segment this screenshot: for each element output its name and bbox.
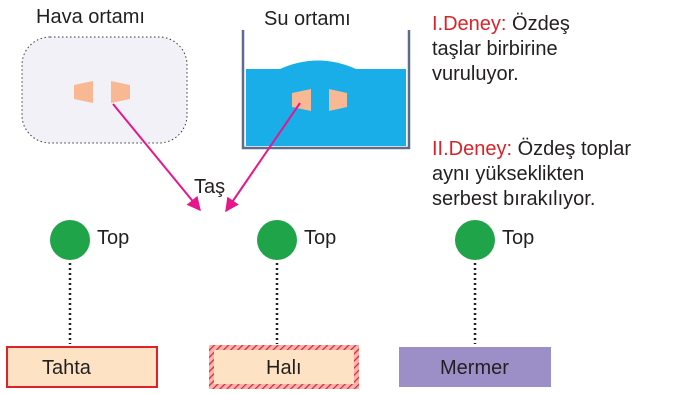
experiment-1-line-2: taşlar birbirine — [432, 38, 558, 60]
surface-label-wood: Tahta — [42, 357, 91, 379]
water-container — [241, 30, 411, 150]
air-medium-box — [21, 36, 188, 144]
surface-marble — [399, 347, 551, 387]
surface-carpet — [214, 350, 354, 384]
arrow-water-to-stone — [225, 102, 301, 213]
stone-left-water — [292, 89, 311, 111]
stone-right-water — [329, 89, 347, 111]
experiment-1-line-1: I.Deney: Özdeş — [432, 12, 570, 37]
experiment-2: II.Deney: Özdeş toplar aynı yükseklikten… — [432, 137, 631, 212]
ball-2 — [257, 220, 297, 260]
surface-label-marble: Mermer — [440, 357, 509, 379]
experiment-1-line-3: vuruluyor. — [432, 63, 519, 85]
arrow-air-to-stone — [112, 103, 201, 212]
stone-left-air — [74, 81, 93, 103]
stone-right-air — [111, 81, 130, 103]
water — [246, 60, 406, 146]
experiment-1-text-1: Özdeş — [512, 13, 570, 35]
ball-label-2: Top — [304, 227, 337, 249]
ball-1 — [50, 220, 90, 260]
experiment-2-line-1: II.Deney: Özdeş toplar — [432, 137, 631, 162]
ball-3 — [455, 220, 495, 260]
surface-wood — [6, 346, 158, 388]
experiment-2-line-3: serbest bırakılıyor. — [432, 188, 596, 210]
experiment-1: I.Deney: Özdeş taşlar birbirine vuruluyo… — [432, 12, 570, 87]
experiment-1-heading: I.Deney: — [432, 13, 507, 35]
water-medium-label: Su ortamı — [264, 8, 351, 30]
stone-label: Taş — [194, 176, 226, 198]
surface-label-carpet: Halı — [266, 357, 302, 379]
experiment-2-text-1: Özdeş toplar — [517, 138, 631, 160]
ball-label-1: Top — [97, 227, 130, 249]
air-medium-label: Hava ortamı — [36, 6, 145, 28]
ball-label-3: Top — [502, 227, 535, 249]
experiment-2-line-2: aynı yükseklikten — [432, 163, 585, 185]
experiment-2-heading: II.Deney: — [432, 138, 513, 160]
